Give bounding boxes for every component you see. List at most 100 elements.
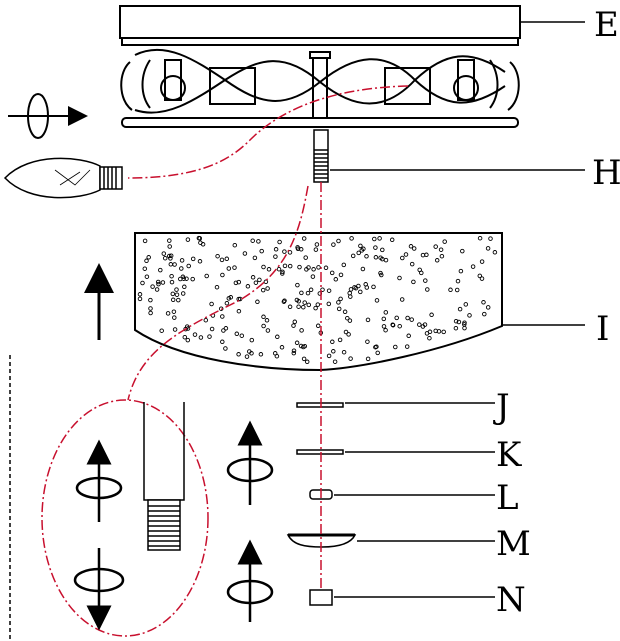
stipple-dot (204, 273, 209, 279)
stipple-dot (250, 275, 256, 280)
stipple-dot (453, 318, 459, 324)
stipple-dot (280, 269, 285, 275)
stipple-dot (302, 343, 308, 349)
stipple-dot (234, 331, 240, 337)
stipple-dot (315, 323, 321, 329)
stipple-dot (341, 349, 347, 355)
stipple-dot (331, 349, 336, 354)
stipple-dot (481, 300, 486, 305)
stipple-dot (150, 284, 155, 289)
stipple-dot (315, 302, 321, 307)
stipple-dot (406, 333, 411, 339)
stipple-dot (458, 268, 464, 274)
stipple-dot (179, 266, 184, 271)
light-bulb-icon (3, 157, 123, 199)
stipple-dot (261, 264, 266, 270)
stipple-dot (279, 345, 285, 350)
stipple-dot (390, 322, 395, 327)
stipple-dot (265, 328, 271, 333)
washer-k (296, 449, 344, 455)
stipple-dot (313, 305, 318, 311)
stipple-dot (172, 315, 177, 320)
stipple-dot (172, 262, 177, 267)
stipple-dot (219, 257, 225, 263)
stipple-dot (320, 287, 325, 292)
stipple-dot (442, 239, 447, 244)
stipple-dot (184, 276, 189, 281)
label-l: L (496, 478, 519, 518)
stipple-dot (311, 267, 316, 272)
stipple-dot (359, 248, 365, 253)
stipple-dot (220, 272, 225, 278)
stipple-dot (302, 300, 307, 305)
stipple-dot (249, 337, 255, 343)
detail-ellipse (41, 399, 209, 637)
stipple-dot (417, 322, 422, 327)
stipple-dot (460, 248, 465, 254)
detail-threaded-tube (143, 402, 185, 551)
stipple-dot (346, 332, 351, 337)
stipple-dot (381, 324, 387, 329)
stipple-dot (479, 259, 485, 264)
rotate-arrow-icon (226, 539, 274, 622)
stipple-dot (383, 327, 388, 333)
stipple-dot (409, 317, 414, 322)
stipple-dot (275, 334, 280, 340)
stipple-dot (276, 266, 282, 272)
stipple-dot (265, 286, 270, 291)
stipple-dot (277, 239, 282, 245)
stipple-dot (365, 356, 371, 362)
stipple-dot (167, 244, 172, 249)
stipple-dot (374, 298, 380, 303)
stipple-dot (463, 302, 469, 307)
stipple-dot (192, 332, 198, 337)
stipple-dot (389, 237, 395, 243)
stipple-dot (454, 287, 460, 293)
label-j: J (493, 387, 510, 427)
stipple-dot (197, 236, 203, 241)
stipple-dot (137, 292, 143, 297)
stipple-dot (477, 235, 483, 241)
stipple-dot (179, 258, 185, 263)
stipple-dot (347, 318, 353, 323)
stipple-dot (375, 350, 380, 356)
stipple-dot (148, 297, 153, 303)
stipple-dot (226, 296, 232, 301)
stipple-dot (203, 317, 209, 323)
stipple-dot (485, 305, 491, 310)
stipple-dot (434, 258, 440, 263)
stipple-dot (419, 270, 424, 276)
stipple-dot (224, 300, 230, 306)
stipple-dot (161, 251, 167, 256)
stipple-dot (170, 297, 176, 303)
stipple-dot (453, 325, 459, 331)
stipple-dot (209, 326, 215, 332)
stipple-dot (295, 282, 300, 288)
stipple-dot (310, 274, 316, 279)
stipple-dot (408, 244, 414, 249)
stipple-dot (303, 255, 308, 260)
stipple-dot (477, 273, 483, 279)
stipple-dot (433, 244, 438, 249)
stipple-dot (383, 257, 389, 263)
stipple-dot (172, 327, 178, 332)
label-m: M (496, 524, 531, 564)
stipple-dot (343, 329, 349, 335)
stipple-dot (218, 306, 224, 311)
stipple-dot (156, 281, 161, 287)
stipple-dot (377, 236, 382, 241)
stipple-dot (399, 297, 405, 302)
stipple-dot (282, 298, 287, 303)
rotate-arrow-icon (75, 439, 123, 522)
stipple-dot (236, 308, 242, 314)
stipple-dot (170, 291, 176, 297)
stipple-dot (439, 253, 445, 259)
stipple-dot (373, 344, 378, 350)
stipple-dot (364, 285, 370, 290)
stipple-dot (358, 243, 363, 249)
stipple-dot (397, 323, 402, 329)
stipple-dot (314, 242, 320, 247)
stipple-dot (255, 299, 260, 305)
stipple-dot (144, 274, 150, 279)
guide-line-bulb (127, 85, 409, 179)
